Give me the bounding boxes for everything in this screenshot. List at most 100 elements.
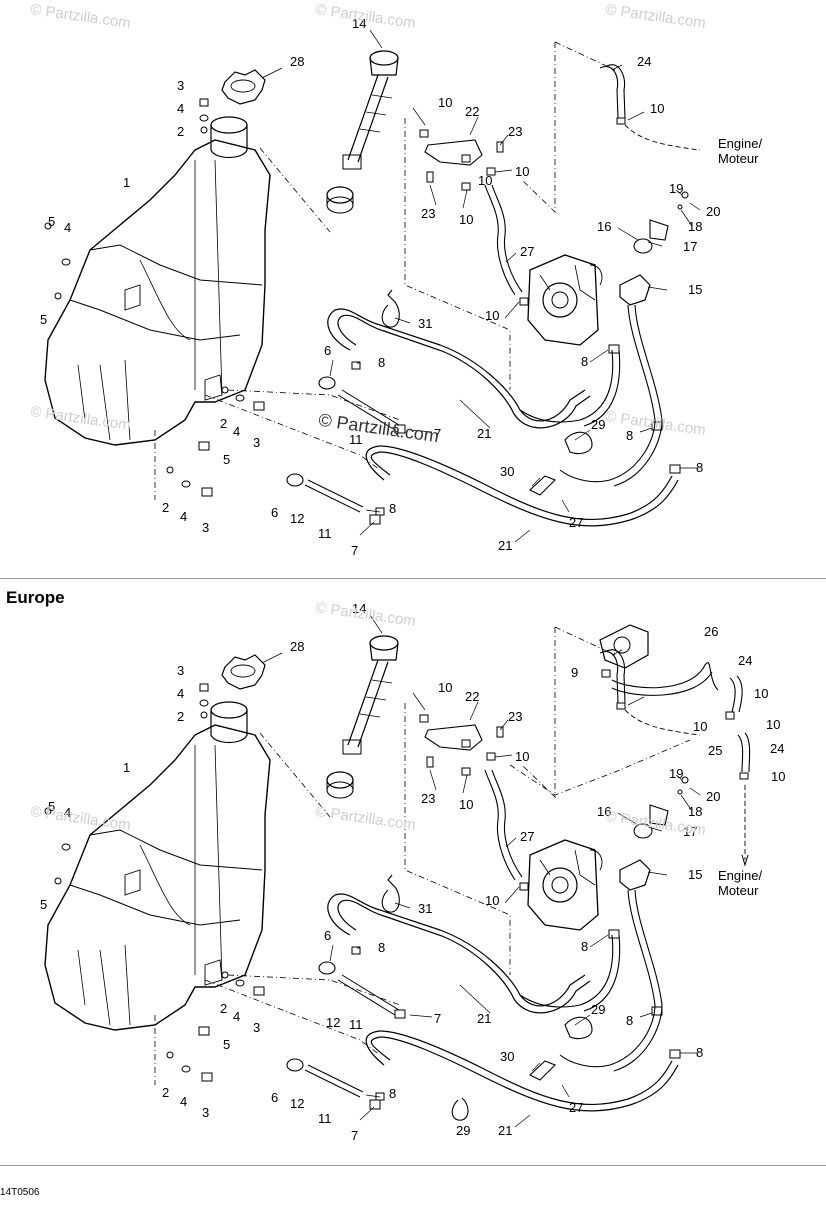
top-callout: 17	[683, 239, 697, 254]
europe-callout: 4	[180, 1094, 187, 1109]
top-callout: 5	[48, 214, 55, 229]
europe-callout: 11	[349, 1017, 363, 1032]
top-callout: 10	[478, 173, 492, 188]
section-heading: Europe	[6, 588, 65, 607]
europe-callout: 10	[771, 769, 785, 784]
top-diagram-art	[44, 29, 701, 543]
top-callout: 30	[500, 464, 514, 479]
europe-callout: 9	[571, 665, 578, 680]
europe-callout: 18	[688, 804, 702, 819]
europe-callout: 8	[626, 1013, 633, 1028]
top-callout: 24	[637, 54, 651, 69]
europe-callout: 31	[418, 901, 432, 916]
europe-callout: 3	[253, 1020, 260, 1035]
europe-callout: 21	[477, 1011, 491, 1026]
europe-callout: 3	[202, 1105, 209, 1120]
europe-callout: 6	[324, 928, 331, 943]
europe-callout: 16	[597, 804, 611, 819]
europe-callout: 10	[485, 893, 499, 908]
europe-callout: 10	[515, 749, 529, 764]
engine-label-line1: Engine/	[718, 136, 762, 151]
europe-callout: 21	[498, 1123, 512, 1138]
europe-callout: 5	[48, 799, 55, 814]
top-callout: 10	[459, 212, 473, 227]
europe-callout: 10	[766, 717, 780, 732]
europe-callout: 2	[162, 1085, 169, 1100]
europe-callout: 2	[220, 1001, 227, 1016]
top-callout: 16	[597, 219, 611, 234]
top-callout: 4	[233, 424, 240, 439]
top-callout: 4	[180, 509, 187, 524]
europe-callout: 23	[508, 709, 522, 724]
europe-callout: 4	[177, 686, 184, 701]
top-callout: 2	[220, 416, 227, 431]
europe-callout: 27	[569, 1100, 583, 1115]
europe-callout: 2	[177, 709, 184, 724]
top-callout: 10	[515, 164, 529, 179]
europe-callout: 19	[669, 766, 683, 781]
europe-callout: 12	[326, 1015, 340, 1030]
top-callout: 8	[378, 355, 385, 370]
top-callout: 5	[40, 312, 47, 327]
europe-callout: 1	[123, 760, 130, 775]
top-callout: 3	[177, 78, 184, 93]
europe-callout: 27	[520, 829, 534, 844]
europe-callout: 29	[591, 1002, 605, 1017]
europe-callout: 14	[352, 601, 366, 616]
europe-callout: 8	[378, 940, 385, 955]
europe-callout: 26	[704, 624, 718, 639]
top-callout: 8	[581, 354, 588, 369]
europe-callout: 3	[177, 663, 184, 678]
bottom-diagram-art	[44, 614, 701, 1128]
top-callout: 23	[508, 124, 522, 139]
engine-label-line2-europe: Moteur	[718, 883, 759, 898]
europe-callout: 10	[438, 680, 452, 695]
top-callout: 11	[318, 526, 332, 541]
europe-callout: 30	[500, 1049, 514, 1064]
top-callout: 5	[223, 452, 230, 467]
engine-label-line2: Moteur	[718, 151, 759, 166]
europe-callout: 10	[459, 797, 473, 812]
footer-code: 14T0506	[0, 1187, 40, 1198]
europe-callout: 5	[223, 1037, 230, 1052]
europe-callout: 15	[688, 867, 702, 882]
top-callout: 10	[438, 95, 452, 110]
top-callout: 10	[485, 308, 499, 323]
europe-callout: 5	[40, 897, 47, 912]
engine-label-line1-europe: Engine/	[718, 868, 762, 883]
top-callout: 4	[64, 220, 71, 235]
europe-callout: 10	[754, 686, 768, 701]
footer-divider	[0, 1165, 826, 1166]
top-callout: 15	[688, 282, 702, 297]
top-callout: 7	[434, 426, 441, 441]
top-callout: 20	[706, 204, 720, 219]
top-callout: 19	[669, 181, 683, 196]
top-callout: 8	[626, 428, 633, 443]
europe-callout: 17	[683, 824, 697, 839]
top-callout: 28	[290, 54, 304, 69]
top-callout: 8	[696, 460, 703, 475]
europe-callout: 8	[581, 939, 588, 954]
europe-callout: 7	[434, 1011, 441, 1026]
europe-callout: 28	[290, 639, 304, 654]
europe-callout: 6	[271, 1090, 278, 1105]
europe-callout: 29	[456, 1123, 470, 1138]
top-callout: 3	[202, 520, 209, 535]
top-callout: 6	[271, 505, 278, 520]
europe-callout: 10	[693, 719, 707, 734]
top-callout: 12	[290, 511, 304, 526]
europe-callout: 22	[465, 689, 479, 704]
top-callout: 21	[477, 426, 491, 441]
europe-callout: 12	[290, 1096, 304, 1111]
top-callout: 21	[498, 538, 512, 553]
europe-callout: 8	[389, 1086, 396, 1101]
top-callout: 31	[418, 316, 432, 331]
top-callout: 7	[351, 543, 358, 558]
europe-callout: 23	[421, 791, 435, 806]
top-callout: 27	[569, 515, 583, 530]
europe-callout: 24	[738, 653, 752, 668]
